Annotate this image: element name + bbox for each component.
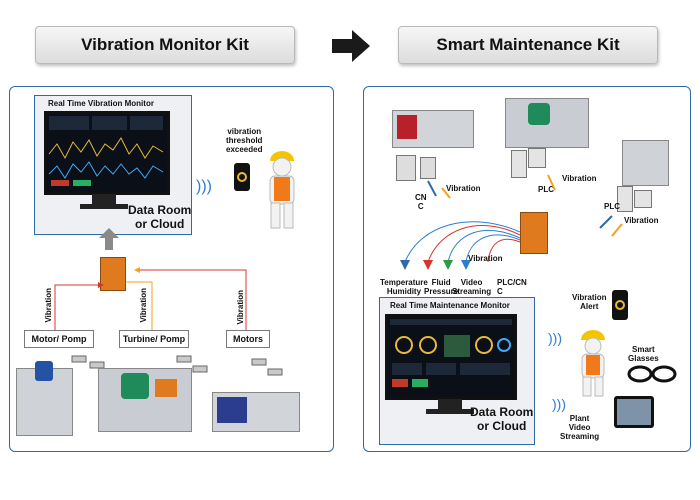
vibration-sensors-1 [70,352,110,372]
machine-box-motors: Motors [226,330,270,348]
worker-figure-icon [572,328,614,398]
plc-label-1: PLC [538,185,554,194]
video-streaming-label: Video Streaming [452,278,492,296]
tablet-icon [614,396,654,428]
vibration-monitor-kit-header: Vibration Monitor Kit [35,26,295,64]
data-room-label-right: Data Room or Cloud [470,405,534,433]
plc-device-4 [634,190,652,208]
plc-device-2 [528,148,546,168]
wifi-icon-right-1: ))) [548,330,562,346]
real-time-maintenance-monitor-title: Real Time Maintenance Monitor [390,301,510,310]
vibration-label-r2: Vibration [562,174,597,183]
vibration-alert-label: Vibration Alert [572,293,607,311]
smartphone-icon [234,163,250,191]
machine-box-turbine-pump: Turbine/ Pomp [119,330,189,348]
cnc-controller-device [396,155,416,181]
plc-device-1 [511,150,527,178]
fluid-pressure-label: Fluid Pressure [424,278,459,296]
cnc-label: CN C [415,193,427,211]
plant-video-streaming-label: Plant Video Streaming [560,414,600,441]
upload-arrow-icon [99,228,119,250]
hydraulic-unit-right [622,140,669,186]
turbine-skid-right [505,98,589,148]
cnc-lathe-right [392,110,474,148]
smart-glasses-icon [626,364,678,384]
vibration-sensors-3 [250,355,290,385]
smartphone-icon-right [612,290,628,320]
hydraulic-pump-unit [16,361,73,436]
lathe-machine-left [212,392,300,432]
smart-maintenance-kit-header: Smart Maintenance Kit [398,26,658,64]
real-time-vibration-monitor-title: Real Time Vibration Monitor [48,99,154,108]
vibration-monitor-screen [44,111,170,195]
vibration-sensors-2 [175,352,215,382]
vibration-label-r3: Vibration [624,216,659,225]
monitor-stand-left [92,194,116,204]
temperature-humidity-label: Temperature Humidity [380,278,428,296]
plc-label-2: PLC [604,202,620,211]
maintenance-monitor-screen [385,314,517,400]
gateway-device-left [100,257,126,291]
machine-box-motor-pump: Motor/ Pomp [24,330,94,348]
turbine-skid [98,368,192,432]
monitor-base-right [426,409,474,414]
wifi-icon-right-2: ))) [552,396,566,412]
vibration-label-r4: Vibration [468,254,503,263]
monitor-base-left [80,204,128,209]
engineer-figure-icon [262,145,302,230]
next-arrow-icon [332,30,372,62]
data-room-label-left: Data Room or Cloud [128,203,192,231]
sensor-device-a [420,157,436,179]
plc-device-3 [617,186,633,212]
monitor-stand-right [438,399,462,409]
gateway-device-right [520,212,548,254]
vibration-label-r1: Vibration [446,184,481,193]
smart-glasses-label: Smart Glasses [628,345,659,363]
wifi-icon-left: ))) [196,178,212,195]
vibration-threshold-alert: vibration threshold exceeded [226,127,263,154]
